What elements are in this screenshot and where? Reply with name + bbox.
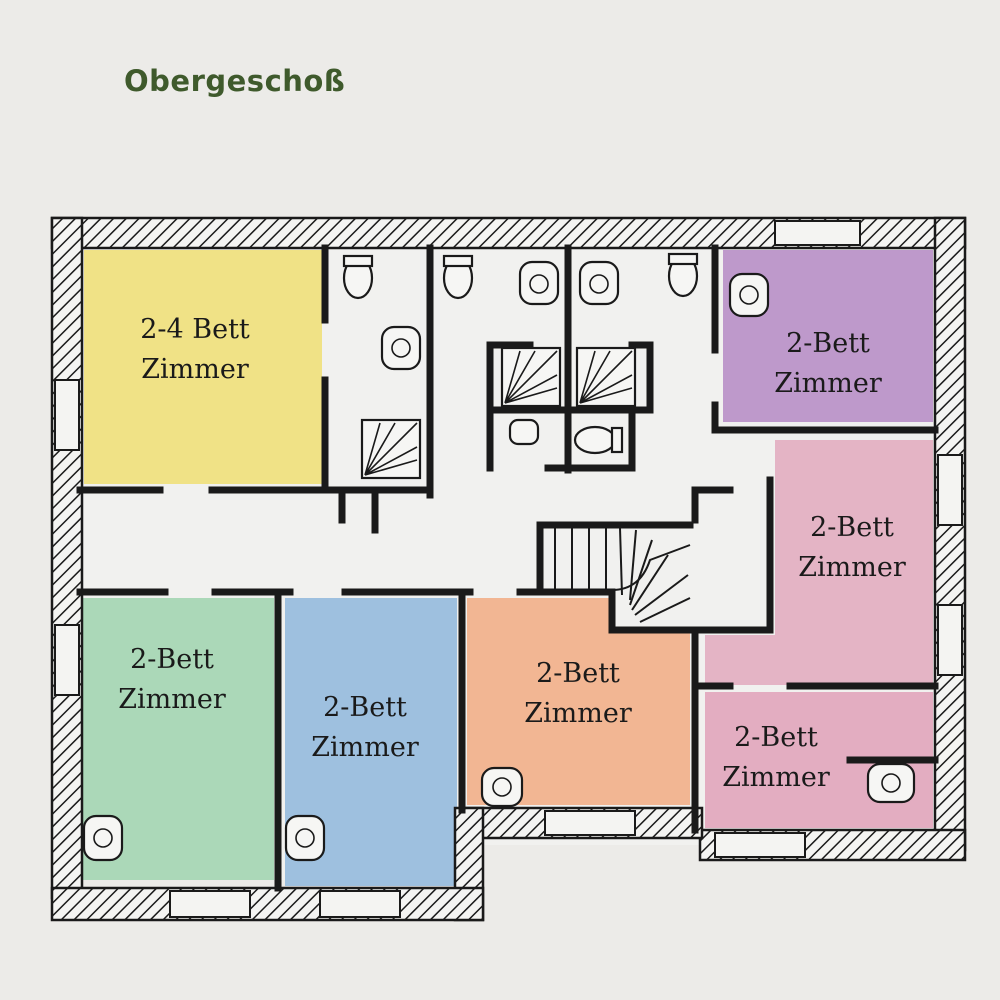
room-label: 2-Bett (323, 692, 407, 723)
room-label: 2-Bett (130, 644, 214, 675)
room-label: 2-Bett (536, 658, 620, 689)
toilet-icon (573, 425, 624, 455)
sink-icon (866, 762, 916, 804)
room-orange-fill (467, 598, 690, 805)
toilet-icon (667, 252, 699, 298)
outer-walls (50, 216, 967, 922)
shower-icon (360, 418, 422, 480)
room-label: 2-4 Bett (140, 314, 250, 345)
room-pink-upper-fill (705, 440, 933, 685)
page-title: Obergeschoß (124, 64, 346, 98)
sink-icon (508, 418, 540, 446)
toilet-icon (342, 254, 374, 300)
room-label: Zimmer (524, 698, 632, 729)
sink-icon (518, 260, 560, 306)
sink-icon (728, 272, 770, 318)
shower-icon (575, 346, 637, 408)
room-label: Zimmer (118, 684, 226, 715)
sink-icon (284, 814, 326, 862)
sink-icon (578, 260, 620, 306)
interior-walls (76, 244, 939, 892)
room-label: Zimmer (722, 762, 830, 793)
sink-icon (82, 814, 124, 862)
room-label: 2-Bett (734, 722, 818, 753)
sink-icon (380, 325, 422, 371)
room-labels: 2-4 Bett Zimmer 2-Bett Zimmer 2-Bett Zim… (118, 314, 906, 793)
sink-icon (480, 766, 524, 808)
room-label: Zimmer (311, 732, 419, 763)
toilet-icon (442, 254, 474, 300)
room-2-4-bett-fill (84, 250, 322, 484)
staircase (540, 527, 691, 623)
room-label: Zimmer (141, 354, 249, 385)
room-label: 2-Bett (810, 512, 894, 543)
room-label: Zimmer (774, 368, 882, 399)
shower-icon (500, 346, 562, 408)
sanitary-fixtures (82, 252, 916, 862)
room-label: 2-Bett (786, 328, 870, 359)
room-label: Zimmer (798, 552, 906, 583)
